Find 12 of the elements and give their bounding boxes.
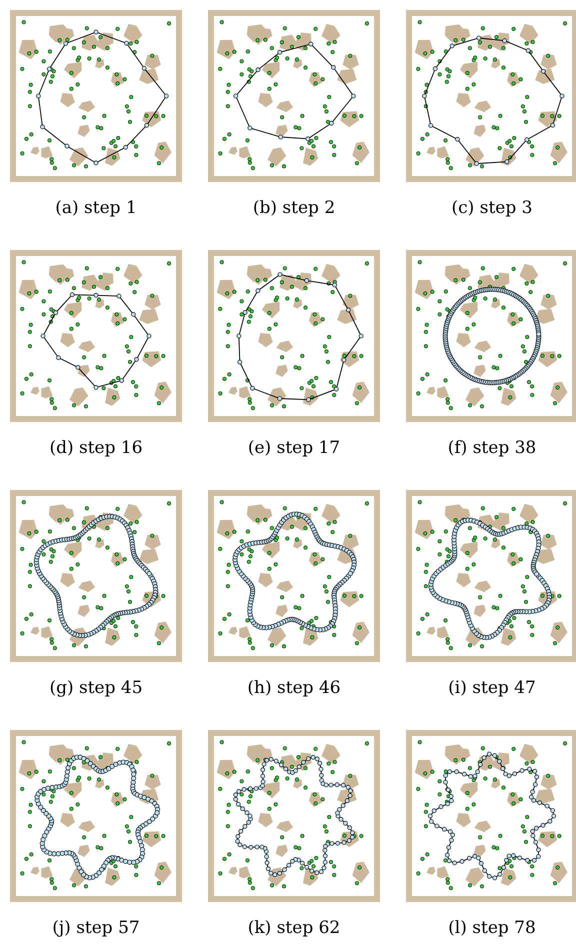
caption: (g) step 45 [48, 678, 144, 698]
caption: (d) step 16 [48, 438, 144, 458]
caption: (i) step 47 [447, 678, 537, 698]
caption: (k) step 62 [246, 918, 342, 938]
caption: (j) step 57 [51, 918, 141, 938]
caption: (l) step 78 [447, 918, 537, 938]
caption: (a) step 1 [54, 198, 138, 218]
caption: (f) step 38 [446, 438, 538, 458]
caption: (c) step 3 [450, 198, 534, 218]
caption: (b) step 2 [252, 198, 336, 218]
caption: (e) step 17 [246, 438, 342, 458]
caption: (h) step 46 [246, 678, 342, 698]
